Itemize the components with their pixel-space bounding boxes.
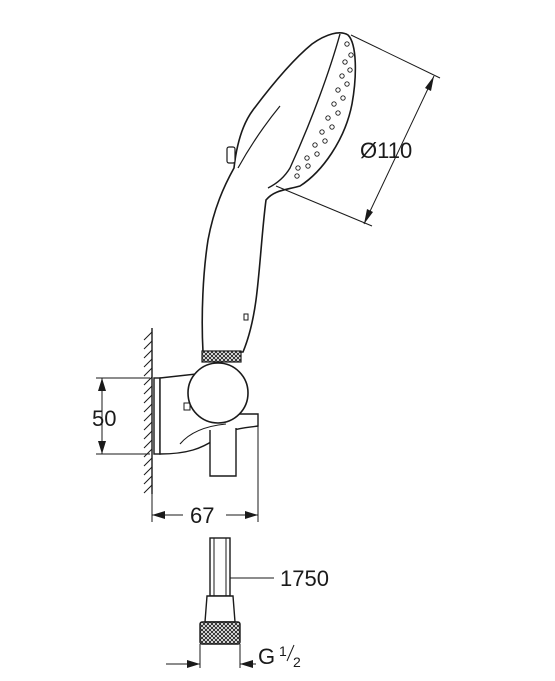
handle-rivet — [243, 313, 249, 321]
thread-numerator: 1 — [279, 643, 287, 659]
wall-hatching — [143, 328, 153, 494]
height-label: 50 — [92, 406, 116, 431]
shower-body-outline — [201, 32, 357, 353]
bracket-screw — [183, 402, 191, 411]
hose-length-label: 1750 — [280, 566, 329, 591]
spray-nozzles — [294, 41, 354, 179]
thread-denominator: 2 — [293, 654, 301, 670]
bracket-wall-plate — [153, 377, 161, 455]
bracket-contour — [179, 423, 227, 445]
hose-tube — [209, 537, 231, 597]
spray-mode-button — [226, 146, 236, 164]
hose-outlet — [209, 428, 237, 477]
wall-bracket — [153, 350, 259, 477]
diameter-label: Ø110 — [360, 138, 412, 163]
ball-joint — [187, 362, 249, 424]
dimension-hose-length: 1750 — [230, 566, 329, 591]
thread-label-prefix: G — [258, 644, 275, 669]
spray-face-edge — [267, 33, 341, 189]
hose-ferrule — [204, 595, 236, 623]
hand-shower — [201, 32, 357, 353]
dimension-thread: G 1 2 — [166, 643, 301, 670]
dimension-head-diameter: Ø110 — [275, 34, 441, 227]
hose-knurled-nut — [199, 621, 241, 645]
hose — [199, 537, 241, 645]
dimension-bracket-depth: 67 — [151, 426, 259, 528]
handle-knurled-nut — [201, 350, 242, 363]
thread-fraction-slash — [286, 644, 295, 662]
handle-contour — [237, 105, 281, 169]
dimension-bracket-height: 50 — [92, 377, 150, 455]
depth-label: 67 — [190, 503, 214, 528]
